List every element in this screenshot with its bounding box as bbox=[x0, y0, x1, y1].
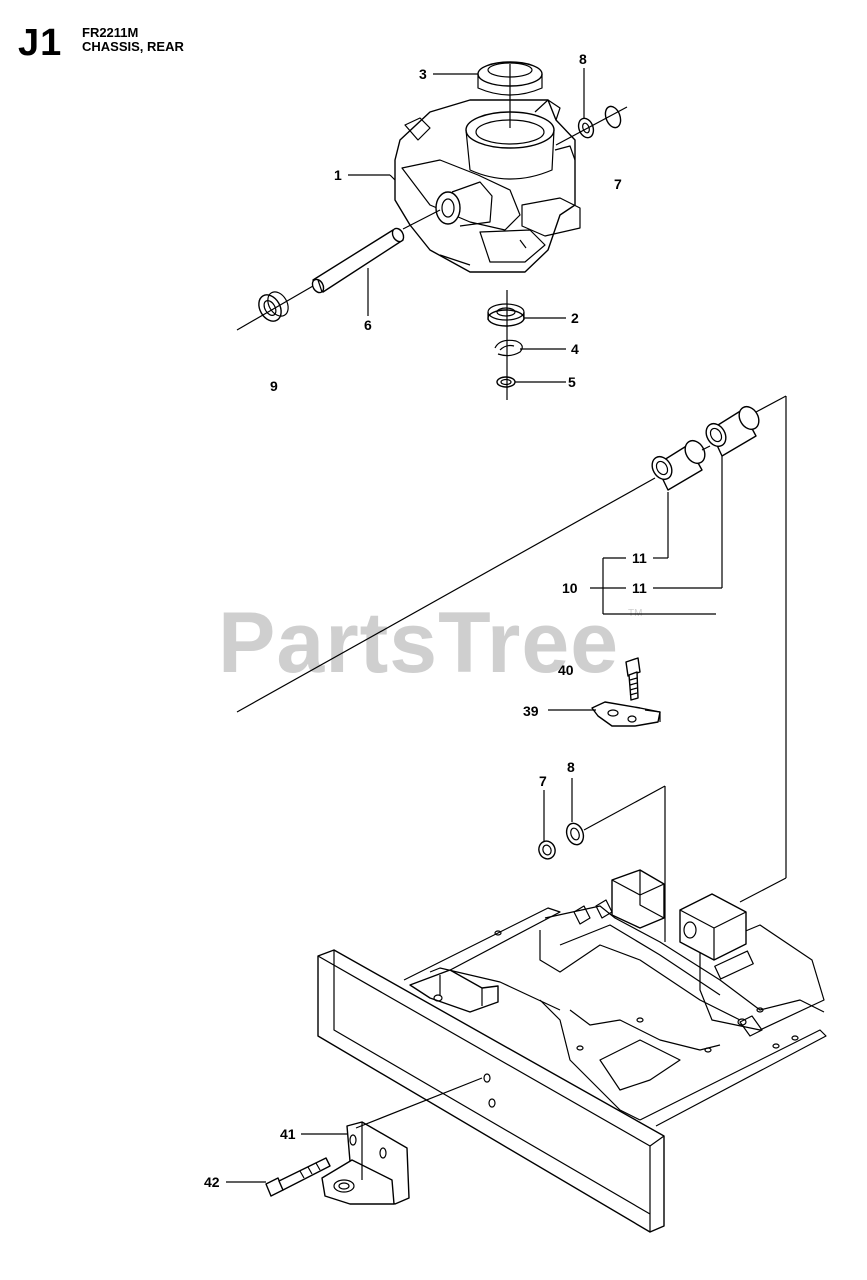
callout-42: 42 bbox=[204, 1174, 220, 1190]
callout-labels: 3 8 1 7 6 2 4 9 5 11 10 11 40 39 7 8 41 … bbox=[204, 51, 647, 1190]
part-42-bolt[interactable] bbox=[265, 1157, 331, 1197]
callout-10: 10 bbox=[562, 580, 578, 596]
washer-axis-lines bbox=[583, 785, 666, 942]
part-41-hitch-bracket[interactable] bbox=[321, 1121, 410, 1205]
diagram-title: CHASSIS, REAR bbox=[82, 39, 184, 54]
leader-lines bbox=[226, 68, 596, 1183]
part-8-washer-mid[interactable] bbox=[564, 821, 587, 847]
part-8-washer-top[interactable] bbox=[576, 116, 596, 140]
part-39-bracket[interactable] bbox=[591, 701, 661, 727]
chassis-frame[interactable] bbox=[317, 869, 827, 1233]
callout-3: 3 bbox=[419, 66, 427, 82]
part-11-sleeve-b[interactable] bbox=[702, 403, 763, 457]
part-2-bearing[interactable] bbox=[487, 303, 525, 327]
callout-40: 40 bbox=[558, 662, 574, 678]
callout-2: 2 bbox=[571, 310, 579, 326]
callout-11-a: 11 bbox=[632, 550, 647, 566]
part-1-axle-housing[interactable] bbox=[394, 99, 581, 273]
model-number: FR2211M bbox=[82, 25, 139, 40]
callout-41: 41 bbox=[280, 1126, 296, 1142]
part-7-clip-top[interactable] bbox=[603, 104, 624, 129]
callout-5: 5 bbox=[568, 374, 576, 390]
callout-1: 1 bbox=[334, 167, 342, 183]
part-4-retaining-clip[interactable] bbox=[494, 339, 523, 357]
callout-8-top: 8 bbox=[579, 51, 587, 67]
part-9-bushing[interactable] bbox=[254, 288, 292, 325]
callout-7-top: 7 bbox=[614, 176, 622, 192]
part-40-bolt[interactable] bbox=[625, 657, 641, 701]
callout-4: 4 bbox=[571, 341, 579, 357]
group-10-bracket bbox=[590, 456, 723, 615]
part-7-clip-mid[interactable] bbox=[536, 839, 557, 861]
part-6-pivot-pin[interactable] bbox=[310, 226, 406, 294]
hitch-axis-line bbox=[355, 1077, 483, 1129]
section-code: J1 bbox=[18, 22, 63, 64]
callout-9: 9 bbox=[270, 378, 278, 394]
part-11-sleeve-a[interactable] bbox=[648, 437, 709, 491]
part-5-snap-ring[interactable] bbox=[496, 376, 516, 388]
callout-6: 6 bbox=[364, 317, 372, 333]
callout-7-mid: 7 bbox=[539, 773, 547, 789]
sleeve-axis-lines bbox=[236, 395, 787, 903]
callout-11-b: 11 bbox=[632, 580, 647, 596]
callout-8-mid: 8 bbox=[567, 759, 575, 775]
assembly-axis-lines bbox=[236, 64, 628, 400]
callout-39: 39 bbox=[523, 703, 539, 719]
